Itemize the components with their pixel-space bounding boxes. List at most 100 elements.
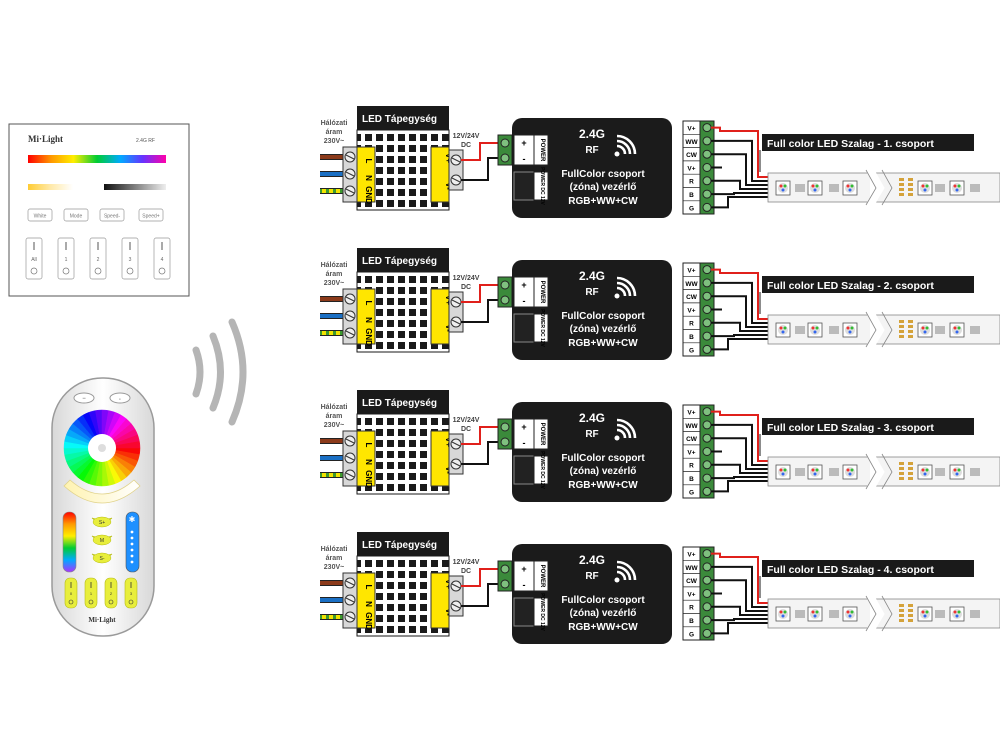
wall-zone-button-4[interactable] bbox=[153, 237, 171, 280]
wall-button-white[interactable] bbox=[27, 208, 53, 222]
wall-button-label: Mode bbox=[70, 214, 83, 220]
solder-pad bbox=[899, 462, 904, 465]
solder-pad bbox=[899, 188, 904, 191]
positive-label: + bbox=[521, 138, 526, 148]
led-red bbox=[921, 468, 925, 472]
led-green bbox=[850, 184, 854, 188]
zone-off-mark bbox=[108, 599, 114, 605]
mains-label: áram bbox=[326, 555, 343, 562]
power-label: POWER bbox=[539, 139, 545, 162]
power-label: POWER bbox=[539, 565, 545, 588]
screw-slot bbox=[451, 157, 461, 163]
brightness-slider-bar[interactable] bbox=[104, 184, 166, 190]
wall-zone-button-2[interactable] bbox=[89, 237, 107, 280]
power-label-box bbox=[533, 276, 549, 308]
psu-header bbox=[357, 106, 449, 130]
remote-zone-button-1[interactable] bbox=[84, 577, 98, 609]
strip-channel-wire bbox=[711, 196, 770, 209]
wall-button-mode[interactable] bbox=[63, 208, 89, 222]
controller-name-line: (zóna) vezérlő bbox=[570, 466, 637, 477]
led-green bbox=[850, 326, 854, 330]
brightness-dot bbox=[130, 530, 134, 534]
led-green bbox=[925, 468, 929, 472]
mains-label: áram bbox=[326, 129, 343, 136]
strip-channel-wire bbox=[711, 281, 770, 324]
strip-positive-wire bbox=[711, 410, 770, 462]
solder-pad bbox=[899, 183, 904, 186]
remote-button-shape[interactable] bbox=[92, 534, 112, 546]
remote-zone-button-0[interactable] bbox=[64, 577, 78, 609]
controller-name-line: FullColor csoport bbox=[561, 453, 645, 464]
color-wheel[interactable] bbox=[63, 409, 141, 487]
psu-terminal-label: L bbox=[364, 301, 373, 306]
negative-label: - bbox=[523, 296, 526, 306]
psu-title: LED Tápegység bbox=[362, 256, 437, 267]
dc-negative-wire bbox=[461, 157, 500, 181]
dc-voltage-label: DC bbox=[461, 284, 471, 291]
dc-jack-label-box bbox=[533, 597, 549, 627]
led-green bbox=[957, 326, 961, 330]
strip-channel-wire bbox=[711, 437, 770, 470]
controller-name-line: (zóna) vezérlő bbox=[570, 324, 637, 335]
color-slider-bar[interactable] bbox=[28, 155, 166, 163]
led-green bbox=[850, 468, 854, 472]
saturation-slider-bar[interactable] bbox=[28, 184, 73, 190]
remote-zone-button-2[interactable] bbox=[104, 577, 118, 609]
wall-zone-button-3[interactable] bbox=[121, 237, 139, 280]
screw-slot bbox=[451, 177, 461, 183]
wall-zone-button-all[interactable] bbox=[25, 237, 43, 280]
led-green bbox=[850, 610, 854, 614]
power-dc-label: POWER DC 12V bbox=[539, 167, 545, 205]
led-green bbox=[925, 610, 929, 614]
rf-signal-icon bbox=[614, 151, 620, 157]
dc-voltage-label: 12V/24V bbox=[453, 559, 480, 566]
screw-slot bbox=[345, 330, 355, 336]
warmth-arc-slider[interactable] bbox=[63, 479, 141, 504]
dc-negative-wire bbox=[461, 441, 500, 465]
screw-slot bbox=[345, 171, 355, 177]
strip-cut-edge bbox=[865, 453, 877, 490]
strip-label: Full color LED Szalag - 3. csoport bbox=[767, 422, 934, 434]
power-on-button[interactable] bbox=[109, 392, 131, 404]
solder-pad bbox=[899, 609, 904, 612]
brightness-vertical-slider[interactable] bbox=[125, 511, 140, 573]
output-pin-label: WW bbox=[685, 423, 698, 430]
led-red bbox=[921, 184, 925, 188]
remote-button-shape[interactable] bbox=[92, 516, 112, 528]
rf-signal-arc bbox=[616, 423, 632, 439]
led-red bbox=[811, 468, 815, 472]
led-green bbox=[783, 610, 787, 614]
rf-label: RF bbox=[585, 571, 598, 582]
power-label-box bbox=[533, 560, 549, 592]
resistor bbox=[795, 326, 805, 334]
psu-terminal-label: GND bbox=[364, 186, 373, 204]
mains-label: áram bbox=[326, 271, 343, 278]
rf-label: RF bbox=[585, 287, 598, 298]
saturation-vertical-slider[interactable] bbox=[62, 511, 77, 573]
screw-terminal bbox=[702, 433, 712, 443]
power-off-button[interactable] bbox=[73, 392, 95, 404]
strip-label-box bbox=[762, 134, 974, 151]
screw-terminal bbox=[702, 473, 712, 483]
remote-zone-button-3[interactable] bbox=[124, 577, 138, 609]
wall-zone-button-1[interactable] bbox=[57, 237, 75, 280]
strip-cut-edge bbox=[865, 169, 877, 206]
rf-signal-icon bbox=[614, 435, 620, 441]
solder-pad bbox=[899, 614, 904, 617]
led-blue bbox=[781, 330, 785, 334]
wall-button-speed[interactable] bbox=[99, 208, 125, 222]
strip-label: Full color LED Szalag - 1. csoport bbox=[767, 138, 934, 150]
rf-signal-arc bbox=[616, 281, 632, 297]
dc-jack bbox=[513, 597, 535, 627]
screw-slot bbox=[451, 299, 461, 305]
led-red bbox=[953, 184, 957, 188]
rf-frequency-label: 2.4G bbox=[579, 411, 605, 425]
wall-button-label: White bbox=[34, 214, 47, 220]
remote-button-shape[interactable] bbox=[92, 552, 112, 564]
remote-button-label: S+ bbox=[99, 520, 105, 526]
psu-terminal-label: L bbox=[364, 159, 373, 164]
output-pin-label: WW bbox=[685, 281, 698, 288]
wall-button-speed[interactable] bbox=[138, 208, 164, 222]
